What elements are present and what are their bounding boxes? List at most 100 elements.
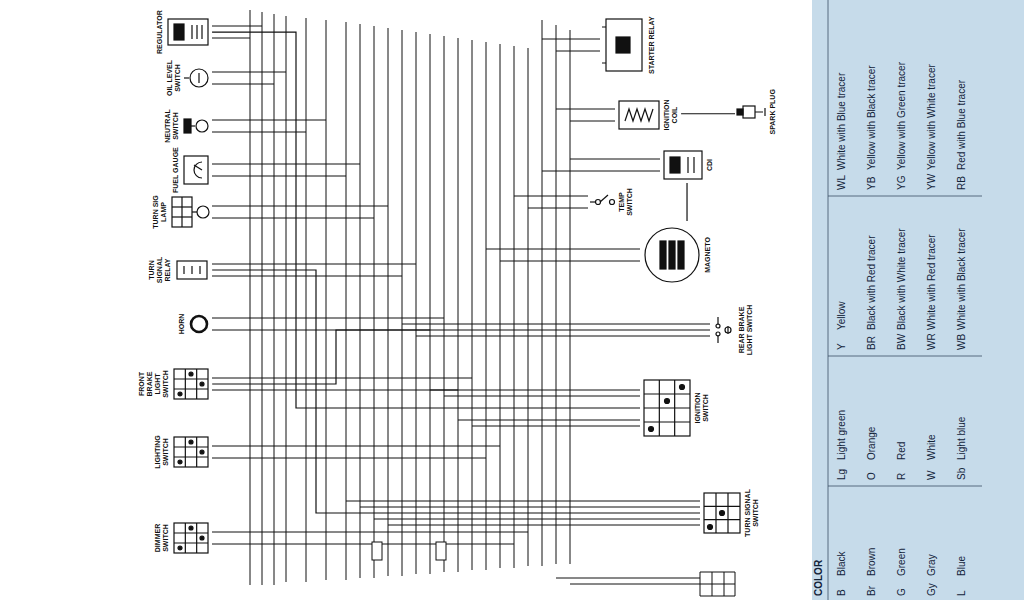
component-label: TURN SIGNAL RELAY (148, 247, 172, 293)
symbol-stroke (185, 437, 186, 467)
component-symbol (172, 521, 210, 555)
symbol-stroke (665, 399, 670, 404)
symbol-stroke (755, 108, 765, 116)
component-symbol (170, 195, 210, 229)
color-code: B (836, 589, 847, 596)
symbol-stroke (610, 200, 615, 205)
component: MAGNETO (640, 221, 714, 289)
component: NEUTRAL SWITCH (162, 101, 212, 151)
color-name: Brown (866, 548, 877, 576)
color-key-band (812, 0, 1024, 600)
component-symbol (642, 223, 702, 287)
wire-connector (686, 183, 687, 221)
component-symbol (662, 149, 704, 181)
symbol-stroke (184, 156, 208, 184)
color-code: Lg (836, 469, 847, 480)
symbol-group (172, 197, 209, 227)
component-symbol (182, 154, 210, 186)
table-rule (828, 0, 982, 600)
color-name: Gray (926, 554, 937, 576)
symbol-group (664, 151, 702, 179)
symbol-stroke (174, 437, 208, 467)
component: TURN SIGNAL SWITCH (700, 481, 762, 545)
symbol-stroke (184, 77, 189, 78)
color-code: Sb (956, 468, 967, 480)
symbol-stroke (174, 456, 208, 457)
component: DIMMER SWITCH (152, 513, 212, 563)
color-name: White with Red tracer (926, 234, 937, 330)
symbol-stroke (192, 25, 202, 39)
symbol-group (704, 493, 740, 533)
component-symbol (712, 317, 736, 343)
symbol-stroke (600, 195, 608, 202)
color-name: Light blue (956, 417, 967, 460)
color-code: BR (866, 336, 877, 350)
symbol-group (177, 261, 207, 279)
symbol-stroke (645, 228, 699, 282)
symbol-stroke (725, 327, 731, 333)
symbol-stroke (194, 162, 202, 178)
symbol-stroke (189, 526, 193, 530)
symbol-group (174, 523, 208, 553)
color-code: Br (866, 586, 877, 596)
color-code: O (866, 472, 877, 480)
symbol-stroke (174, 446, 208, 447)
symbol-stroke (644, 407, 690, 408)
component: HORN (176, 311, 212, 337)
color-name: Green (896, 548, 907, 576)
symbol-stroke (196, 437, 197, 467)
color-code: YB (866, 177, 877, 190)
color-name: Black with White tracer (896, 228, 907, 330)
component-label: REGULATOR (156, 10, 164, 54)
color-code: BW (896, 334, 907, 350)
component-symbol (172, 367, 210, 401)
color-name: Black (836, 552, 847, 576)
symbol-stroke (619, 101, 659, 129)
color-code: G (896, 588, 907, 596)
component-symbol (188, 313, 210, 335)
component-label: SPARK PLUG (769, 89, 777, 134)
wire-connector (212, 32, 640, 408)
component-symbol (590, 189, 616, 215)
symbol-group (174, 369, 208, 399)
symbol-stroke (649, 427, 654, 432)
symbol-group (184, 119, 208, 133)
symbol-stroke (716, 324, 720, 328)
component-label: TURN SIGNAL SWITCH (744, 483, 760, 543)
symbol-stroke (189, 440, 193, 444)
symbol-group (168, 19, 208, 45)
symbol-stroke (172, 197, 192, 227)
symbol-stroke (174, 369, 208, 399)
symbol-stroke (737, 109, 743, 115)
symbol-stroke (185, 369, 186, 399)
component-label: HORN (178, 314, 186, 335)
harness-bundle (250, 10, 570, 585)
symbol-stroke (174, 378, 208, 379)
symbol-stroke (172, 216, 192, 217)
symbol-stroke (716, 332, 720, 336)
symbol-group (184, 69, 208, 87)
symbol-group (184, 156, 208, 184)
component-label: IGNITION SWITCH (694, 378, 710, 438)
symbol-stroke (688, 157, 694, 173)
component-label: TURN SIG LAMP (152, 189, 168, 235)
symbol-stroke (168, 19, 208, 45)
color-name: Light green (836, 410, 847, 460)
symbol-stroke (200, 382, 204, 386)
symbol-stroke (720, 511, 725, 516)
color-code: YG (896, 176, 907, 190)
color-code: WL (836, 175, 847, 190)
color-code: YW (926, 174, 937, 190)
color-code: WB (956, 334, 967, 350)
symbol-stroke (190, 69, 208, 87)
symbol-group (645, 228, 699, 282)
symbol-group (590, 195, 615, 205)
symbol-stroke (670, 157, 680, 173)
color-name: Yellow (836, 301, 847, 330)
symbol-stroke (184, 266, 200, 274)
symbol-stroke (602, 27, 606, 63)
component-label: IGNITION COIL (663, 93, 679, 137)
color-code: Gy (926, 583, 937, 596)
component: CDI (660, 147, 716, 183)
symbol-stroke (178, 392, 182, 396)
